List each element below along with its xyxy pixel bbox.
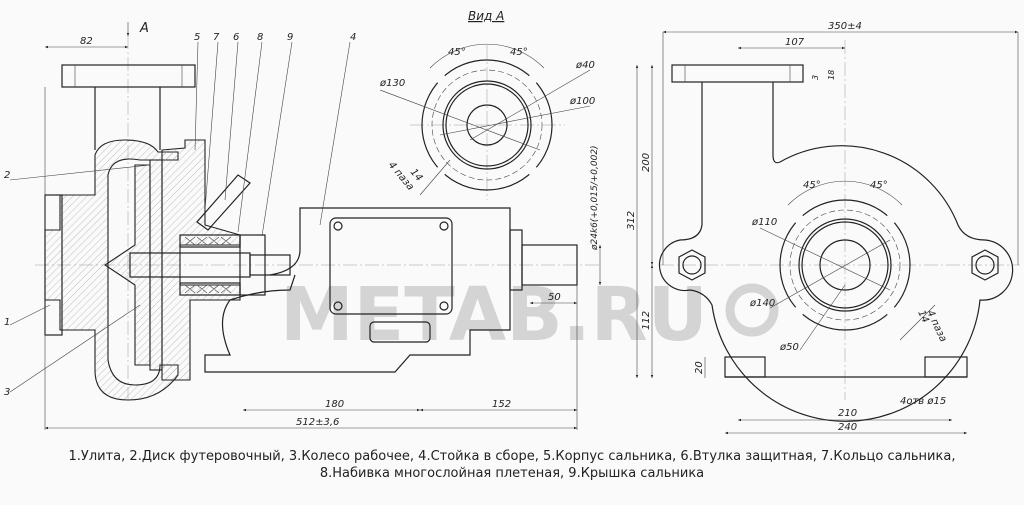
dim-512: 512±3,6	[296, 417, 339, 428]
callout-5: 5	[194, 32, 200, 43]
view-a-angle-left: 45°	[448, 47, 466, 58]
callout-3: 3	[4, 387, 10, 398]
view-a-d100: ø100	[569, 96, 595, 107]
dim-312: 312	[626, 211, 637, 230]
dim-18: 18	[827, 70, 836, 80]
dim-20: 20	[694, 361, 705, 374]
dim-3: 3	[811, 75, 820, 80]
side-view: 1 2 3 4 5 6 7 8 9 А 82 180 152 512±3,6 5…	[4, 21, 602, 430]
dim-107: 107	[785, 37, 805, 48]
callout-6: 6	[233, 32, 239, 43]
callout-8: 8	[257, 32, 263, 43]
legend-line-2: 8.Набивка многослойная плетеная, 9.Крышк…	[319, 466, 705, 481]
legend-line-1: 1.Улита, 2.Диск футеровочный, 3.Колесо р…	[68, 449, 956, 464]
callout-2: 2	[4, 170, 10, 181]
view-a: Вид А 45° 45° ø130 ø40 ø100 14 4 паза	[379, 9, 595, 200]
front-view: 45° 45° ø110 ø140 ø50 14 4 паза 350±4 10…	[626, 21, 1020, 435]
legend-caption: 1.Улита, 2.Диск футеровочный, 3.Колесо р…	[0, 448, 1024, 482]
dim-350: 350±4	[828, 21, 862, 32]
view-a-arrow-label: А	[139, 21, 149, 36]
dim-shaft-diameter: ø24k6(+0,015/+0,002)	[590, 145, 600, 251]
callout-9: 9	[287, 32, 293, 43]
front-angle-left: 45°	[803, 180, 821, 191]
dim-180: 180	[325, 399, 344, 410]
dim-152: 152	[492, 399, 511, 410]
front-d50: ø50	[779, 342, 799, 353]
dim-82: 82	[80, 36, 93, 47]
front-angle-right: 45°	[870, 180, 888, 191]
view-a-angle-right: 45°	[510, 47, 528, 58]
dim-112: 112	[641, 311, 652, 330]
callout-1: 1	[4, 317, 10, 328]
view-a-title: Вид А	[468, 9, 504, 23]
view-a-d130: ø130	[379, 78, 405, 89]
dim-holes: 4отв ø15	[900, 396, 946, 407]
dim-240: 240	[838, 422, 857, 433]
front-d140: ø140	[749, 298, 775, 309]
dim-210: 210	[838, 408, 857, 419]
callout-7: 7	[213, 32, 220, 43]
front-slot-width: 14	[915, 309, 930, 325]
watermark-gear-icon	[725, 283, 779, 337]
dim-50: 50	[548, 292, 561, 303]
front-d110: ø110	[751, 217, 777, 228]
front-slot-count: 4 паза	[924, 309, 948, 344]
dim-200: 200	[641, 153, 652, 172]
callout-4: 4	[350, 32, 356, 43]
view-a-d40: ø40	[575, 60, 595, 71]
